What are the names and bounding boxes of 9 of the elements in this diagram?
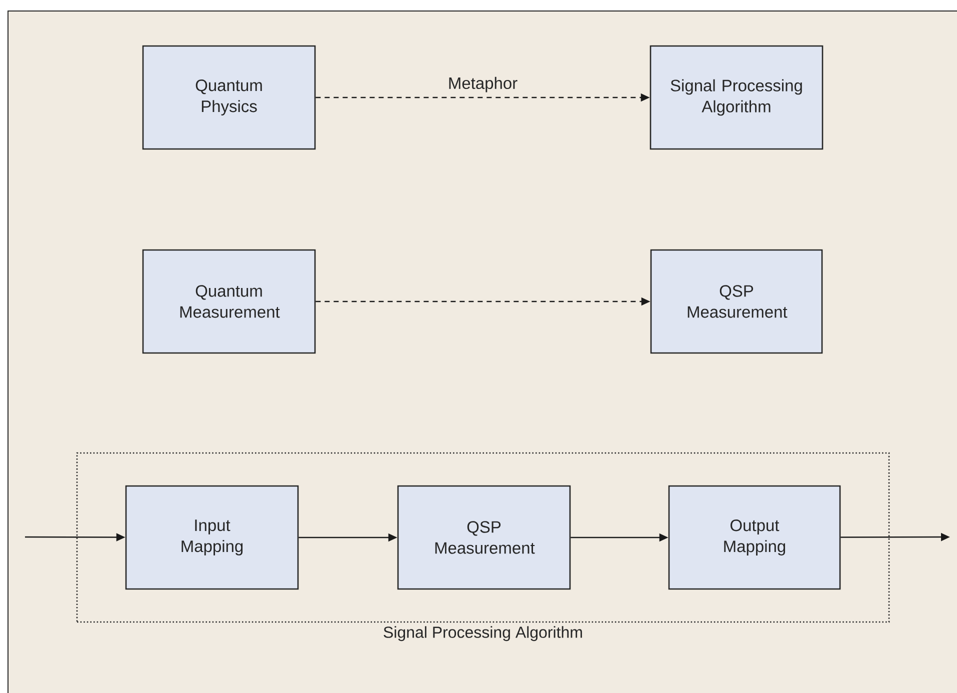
- process-box: Quantum Physics: [142, 45, 316, 150]
- node-label: Signal Processing Algorithm: [384, 626, 582, 642]
- edge-label: Metaphor: [446, 76, 519, 94]
- process-box: QSP Measurement: [650, 249, 823, 354]
- process-box: Input Mapping: [125, 485, 299, 590]
- process-box: Quantum Measurement: [142, 249, 316, 354]
- process-box: Signal Processing Algorithm: [650, 45, 824, 150]
- process-box: QSP Measurement: [397, 485, 571, 590]
- process-box: Output Mapping: [668, 485, 841, 590]
